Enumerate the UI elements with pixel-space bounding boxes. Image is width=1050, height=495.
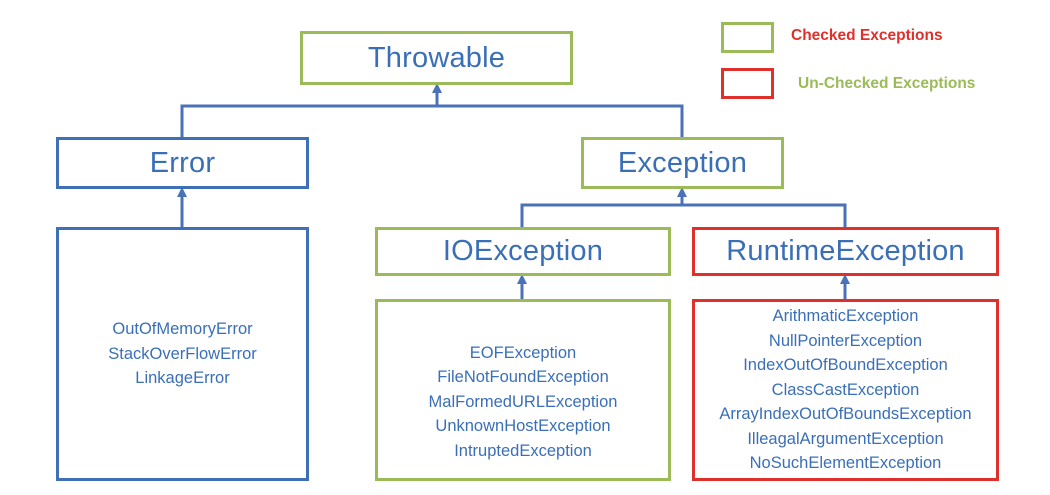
ioexception-label: IOException: [442, 235, 604, 267]
list-item: StackOverFlowError: [108, 344, 257, 363]
error-label: Error: [149, 146, 216, 179]
runtimeexception-node: RuntimeException: [692, 227, 999, 276]
runtimeexception-list-box: ArithmaticException NullPointerException…: [692, 299, 999, 481]
list-item: FileNotFoundException: [437, 368, 609, 387]
legend-unchecked-label: Un-Checked Exceptions: [798, 75, 976, 92]
list-item: IlleagalArgumentException: [747, 429, 944, 448]
list-item: EOFException: [469, 343, 577, 362]
list-item: ArrayIndexOutOfBoundsException: [719, 405, 972, 424]
list-item: NoSuchElementException: [749, 454, 942, 473]
throwable-label: Throwable: [367, 41, 506, 74]
list-item: NullPointerException: [768, 331, 923, 350]
ioexception-node: IOException: [375, 227, 671, 276]
legend-unchecked-swatch: [721, 68, 774, 99]
exception-node: Exception: [581, 137, 784, 189]
connector-exception-children: [520, 203, 847, 227]
list-item: OutOfMemoryError: [112, 320, 253, 339]
list-item: IntruptedException: [454, 441, 592, 460]
list-item: LinkageError: [135, 369, 230, 388]
error-node: Error: [56, 137, 309, 189]
exception-label: Exception: [617, 146, 748, 179]
legend-checked-swatch: [721, 22, 774, 53]
list-item: UnknownHostException: [435, 417, 611, 436]
list-item: MalFormedURLException: [428, 392, 618, 411]
list-item: ArithmaticException: [772, 306, 919, 325]
list-item: ClassCastException: [771, 380, 920, 399]
runtimeexception-label: RuntimeException: [726, 235, 965, 267]
error-list-box: OutOfMemoryError StackOverFlowError Link…: [56, 227, 309, 481]
legend-checked-label: Checked Exceptions: [791, 27, 943, 44]
connector-throwable-children: [180, 104, 684, 137]
throwable-node: Throwable: [300, 31, 573, 85]
list-item: IndexOutOfBoundException: [743, 356, 948, 375]
ioexception-list-box: EOFException FileNotFoundException MalFo…: [375, 299, 671, 481]
